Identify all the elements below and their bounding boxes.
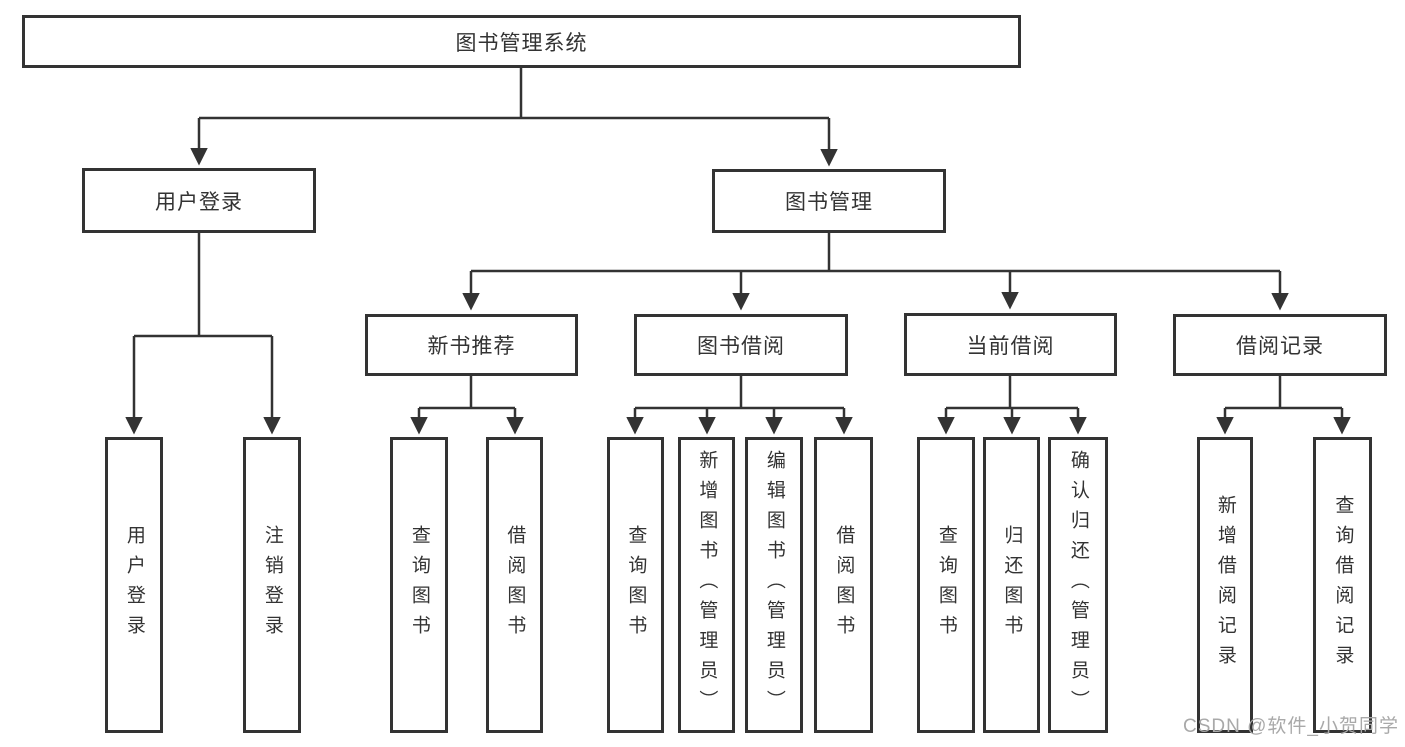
node-leaf-confirm-return-admin: 确认归还（管理员）	[1048, 437, 1108, 733]
node-leaf-query-book-borrow: 查询图书	[607, 437, 664, 733]
node-book-management: 图书管理	[712, 169, 946, 233]
node-leaf-add-book-admin-label: 新增图书（管理员）	[696, 450, 718, 720]
node-leaf-user-login: 用户登录	[105, 437, 163, 733]
node-book-borrowing: 图书借阅	[634, 314, 848, 376]
node-root: 图书管理系统	[22, 15, 1021, 68]
node-leaf-query-borrow-record: 查询借阅记录	[1313, 437, 1372, 733]
node-leaf-borrow-book-newrec-label: 借阅图书	[504, 525, 526, 645]
node-leaf-query-book-borrow-label: 查询图书	[625, 525, 647, 645]
node-current-borrowing-label: 当前借阅	[966, 334, 1055, 358]
node-book-borrowing-label: 图书借阅	[697, 335, 785, 358]
node-leaf-query-borrow-record-label: 查询借阅记录	[1332, 495, 1354, 675]
node-leaf-user-login-label: 用户登录	[123, 525, 145, 645]
node-leaf-add-borrow-record: 新增借阅记录	[1197, 437, 1253, 733]
node-leaf-query-book-newrec: 查询图书	[390, 437, 448, 733]
node-leaf-borrow-book-newrec: 借阅图书	[486, 437, 543, 733]
node-current-borrowing: 当前借阅	[904, 313, 1117, 376]
node-user-login: 用户登录	[82, 168, 316, 233]
node-leaf-logout: 注销登录	[243, 437, 301, 733]
node-leaf-query-book-newrec-label: 查询图书	[408, 525, 430, 645]
node-leaf-edit-book-admin-label: 编辑图书（管理员）	[763, 450, 785, 720]
node-new-book-recommend-label: 新书推荐	[427, 335, 516, 358]
node-leaf-return-book-label: 归还图书	[1001, 525, 1023, 645]
node-root-label: 图书管理系统	[455, 31, 588, 55]
node-leaf-confirm-return-admin-label: 确认归还（管理员）	[1067, 450, 1089, 720]
node-new-book-recommend: 新书推荐	[365, 314, 578, 376]
node-borrowing-records: 借阅记录	[1173, 314, 1387, 376]
node-borrowing-records-label: 借阅记录	[1236, 335, 1324, 358]
node-user-login-label: 用户登录	[155, 190, 243, 214]
node-book-management-label: 图书管理	[785, 191, 873, 214]
node-leaf-borrow-book-borrow: 借阅图书	[814, 437, 873, 733]
node-leaf-query-book-current-label: 查询图书	[935, 525, 957, 645]
node-leaf-return-book: 归还图书	[983, 437, 1040, 733]
node-leaf-edit-book-admin: 编辑图书（管理员）	[745, 437, 803, 733]
node-leaf-add-book-admin: 新增图书（管理员）	[678, 437, 735, 733]
csdn-watermark: CSDN @软件_小贺同学	[1183, 716, 1399, 737]
node-leaf-logout-label: 注销登录	[261, 525, 283, 645]
node-leaf-add-borrow-record-label: 新增借阅记录	[1214, 495, 1236, 675]
node-leaf-query-book-current: 查询图书	[917, 437, 975, 733]
node-leaf-borrow-book-borrow-label: 借阅图书	[833, 525, 855, 645]
